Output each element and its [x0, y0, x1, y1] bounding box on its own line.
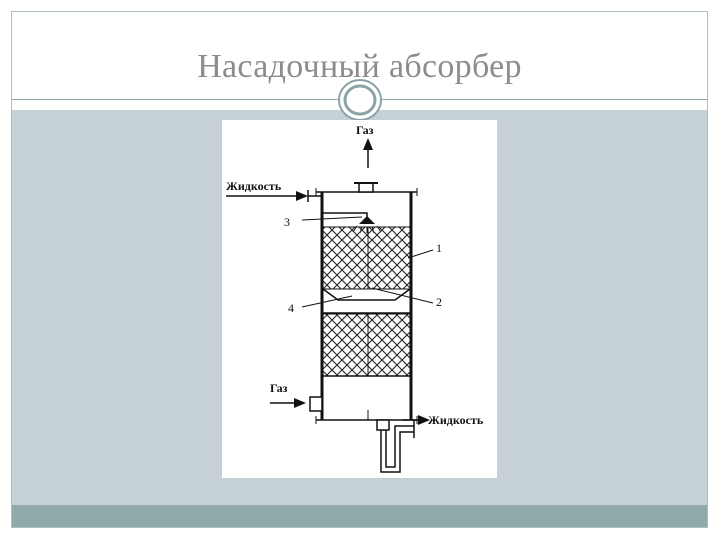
lower-packing-bed: [322, 313, 411, 377]
gas-in-label: Газ: [270, 381, 288, 395]
gas-in-arrow-icon: [294, 398, 306, 408]
absorber-diagram: Газ Жидкость 3 1 4 2 Газ: [222, 120, 497, 478]
callout-2: 2: [436, 295, 442, 309]
absorber-schematic: Газ Жидкость 3 1 4 2 Газ: [226, 123, 484, 473]
liquid-in-label: Жидкость: [226, 179, 282, 193]
callout-1: 1: [436, 241, 442, 255]
slide-title: Насадочный абсорбер: [197, 48, 522, 85]
callout-3: 3: [284, 215, 290, 229]
gas-out-label: Газ: [356, 123, 374, 137]
gas-out-arrow-icon: [363, 138, 373, 150]
liquid-out-label: Жидкость: [428, 413, 484, 427]
gas-outlet-nozzle: [358, 182, 374, 193]
spray-distributor: [359, 216, 375, 224]
upper-packing-bed: [322, 226, 411, 290]
liquid-in-arrow-icon: [296, 191, 308, 201]
callout-4: 4: [288, 301, 294, 315]
callout-leader-2: [371, 287, 434, 304]
decorative-ring-icon: [338, 79, 382, 121]
callout-leader-3: [301, 216, 363, 221]
footer-bar: [12, 505, 707, 527]
liquid-seal-pipe: [380, 430, 414, 473]
liquid-out-arrow-icon: [418, 415, 430, 425]
callout-leader-1: [407, 249, 434, 259]
gas-inlet-nozzle: [309, 396, 323, 412]
slide-frame: [11, 11, 708, 528]
callout-leader-4: [301, 295, 353, 308]
redistributor-cone: [322, 288, 411, 301]
liquid-outlet-nozzle: [376, 419, 390, 431]
